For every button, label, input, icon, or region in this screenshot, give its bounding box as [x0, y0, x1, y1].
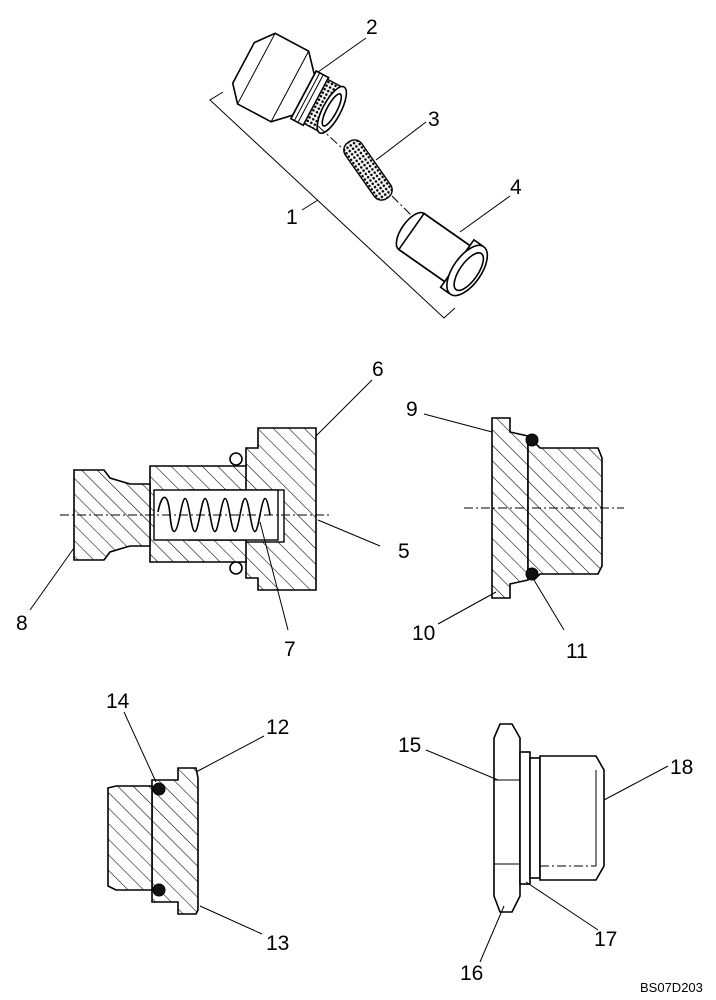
callout-4: 4	[510, 176, 522, 199]
callout-17: 17	[594, 928, 617, 951]
relief-spring	[157, 496, 271, 533]
callout-10: 10	[412, 622, 435, 645]
spring-part	[343, 139, 393, 201]
leader-lines	[29, 37, 669, 963]
callout-8: 8	[16, 612, 28, 635]
callout-1: 1	[286, 206, 298, 229]
callout-9: 9	[406, 398, 418, 421]
callout-12: 12	[266, 716, 289, 739]
poppet-part	[395, 211, 489, 297]
callout-3: 3	[428, 108, 440, 131]
callout-2: 2	[366, 16, 378, 39]
hex-fitting-part	[231, 32, 348, 135]
callout-7: 7	[284, 638, 296, 661]
plug-section-a	[464, 417, 624, 599]
adapter-fitting	[493, 723, 605, 913]
callouts: 1 2 3 4 5 6 7 8 9 10 11 12 13 14 15 16 1…	[16, 16, 703, 995]
callout-11: 11	[566, 640, 588, 663]
callout-16: 16	[460, 962, 483, 985]
check-valve-assembly	[209, 32, 489, 319]
drawing-code: BS07D203	[640, 980, 703, 995]
callout-5: 5	[398, 540, 410, 563]
relief-valve-section	[60, 427, 330, 591]
callout-18: 18	[670, 756, 693, 779]
assembly-bracket	[209, 91, 456, 319]
callout-13: 13	[266, 932, 289, 955]
callout-6: 6	[372, 358, 384, 381]
plug-section-b	[107, 767, 199, 915]
callout-14: 14	[106, 690, 130, 713]
callout-15: 15	[398, 734, 421, 757]
